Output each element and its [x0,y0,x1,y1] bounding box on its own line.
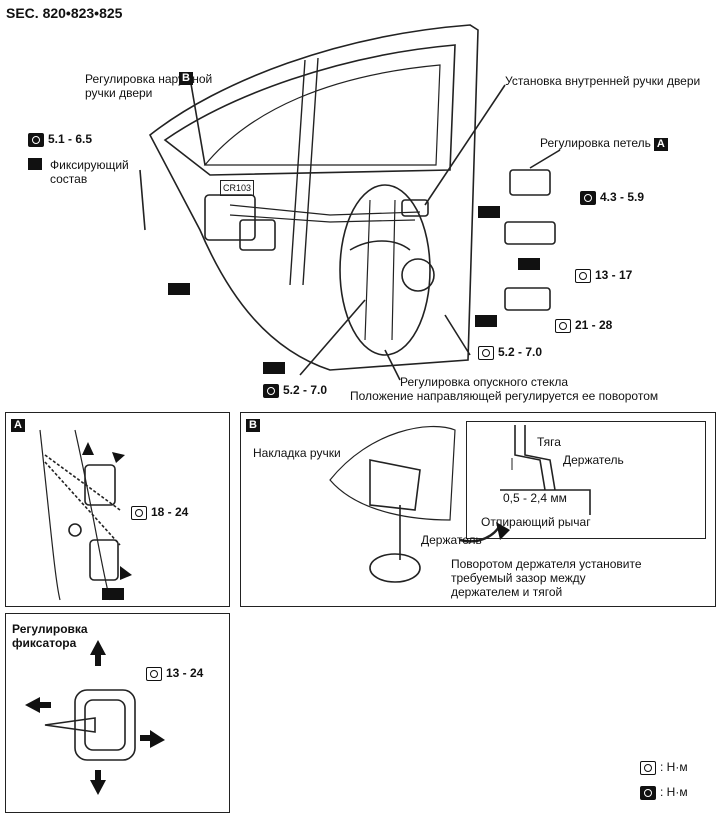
panel-a: A 18 - 24 [5,412,230,607]
torque-icon [575,268,591,283]
section-title: SEC. 820•823•825 [6,5,123,21]
torque-regulator: 5.2 - 7.0 [478,345,542,360]
inset-detail [466,421,706,539]
panel-c-torque: 13 - 24 [146,666,203,681]
release-lever-label: Отпирающий рычаг [481,515,591,529]
panel-a-tag: A [11,419,25,432]
panel-a-torque: 18 - 24 [131,505,188,520]
torque-bold-icon [640,785,656,800]
instruction-1: Поворотом держателя установите [451,557,642,571]
instruction-2: требуемый зазор между [451,571,586,585]
gap-label: 0,5 - 2,4 мм [503,491,567,505]
torque-icon [146,666,162,681]
rod-label: Тяга [537,435,561,449]
outer-handle-adj-label-1: Регулировка наружной [85,72,213,86]
panel-b-tag: B [246,419,260,432]
glass-adj: Регулировка опускного стекла [400,375,569,389]
sealant-label-2: состав [50,172,88,186]
holder2-label: Держатель [421,533,482,547]
panel-c-title-2: фиксатора [12,636,77,650]
torque-bold-icon [28,132,44,147]
torque-icon [478,345,494,360]
torque-hinge-1: 4.3 - 5.9 [580,190,644,205]
outer-handle-adj-label-2: ручки двери [85,86,153,100]
code-label: CR103 [220,180,255,196]
torque-hinge-2: 13 - 17 [575,268,632,283]
torque-hinge-3: 21 - 28 [555,318,612,333]
torque-icon [640,760,656,775]
torque-icon [131,505,147,520]
torque-icon [555,318,571,333]
sealant-icon [28,158,42,170]
hinge-tag: A [653,138,668,151]
legend-unit-2: : Н·м [640,785,688,800]
panel-b: B Накладка ручки Тяга Держатель 0,5 - 2,… [240,412,716,607]
torque-bold-icon [580,190,596,205]
legend-unit-1: : Н·м [640,760,688,775]
instruction-3: держателем и тягой [451,585,563,599]
torque-bold-icon [263,383,279,398]
inner-handle-install: Установка внутренней ручки двери [505,74,701,88]
holder-label: Держатель [563,453,624,467]
panel-c-title-1: Регулировка [12,622,88,636]
handle-cover-label: Накладка ручки [253,446,341,460]
panel-c: Регулировка фиксатора 13 - 24 [5,613,230,813]
torque-regulator-2: 5.2 - 7.0 [263,383,327,398]
torque-outer: 5.1 - 6.5 [28,132,92,147]
sealant-label-1: Фиксирующий [50,158,129,172]
outer-handle-tag: B [179,72,193,85]
guide-note: Положение направляющей регулируется ее п… [350,389,659,403]
